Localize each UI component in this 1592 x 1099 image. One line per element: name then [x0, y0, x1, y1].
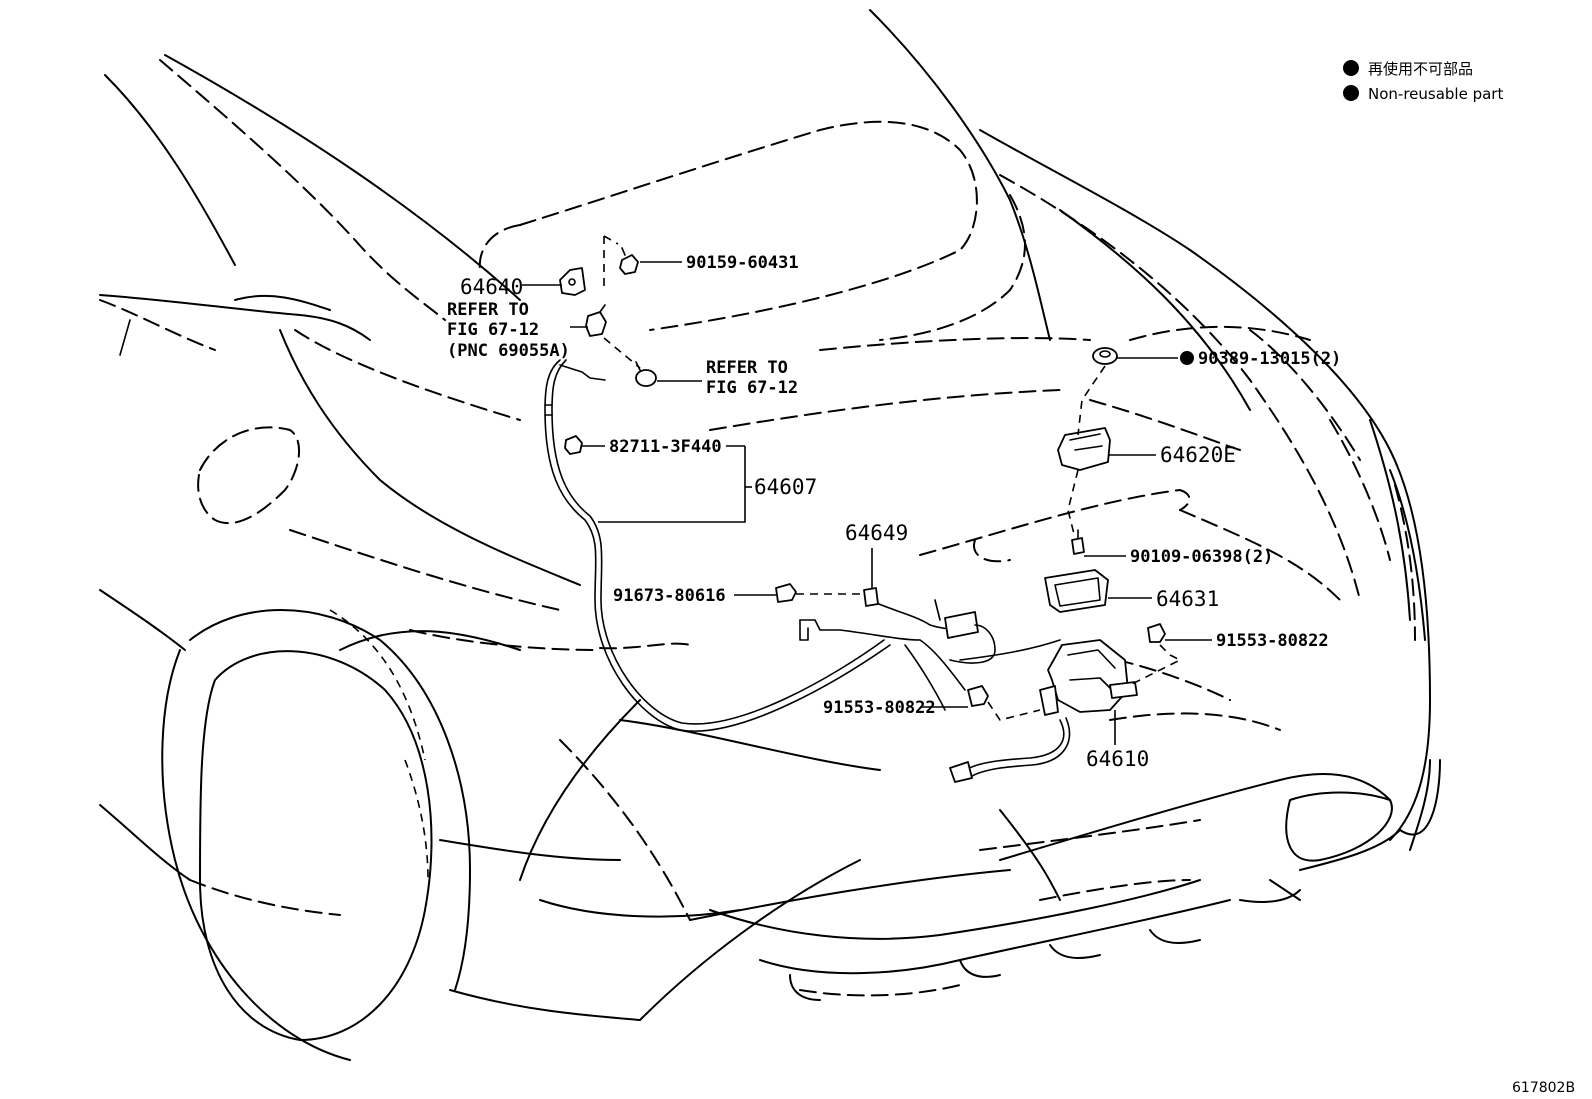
- label-64620E: 64620E: [1160, 443, 1236, 467]
- label-64649: 64649: [845, 521, 908, 545]
- label-90109-06398: 90109-06398(2): [1130, 547, 1273, 567]
- legend-marker-icon: [1343, 60, 1359, 76]
- part-64631: [1044, 569, 1109, 613]
- part-82711-3F440: [564, 435, 583, 455]
- legend-marker-icon: [1343, 85, 1359, 101]
- label-90159-60431: 90159-60431: [686, 253, 799, 273]
- cable-64610: [949, 717, 1071, 783]
- part-91553-80822-left: [967, 685, 989, 707]
- label-90389-13015: 90389-13015(2): [1198, 349, 1341, 369]
- label-64610: 64610: [1086, 747, 1149, 771]
- label-refer-to-a-line3: (PNC 69055A): [447, 341, 570, 361]
- part-90389-13015: [1092, 347, 1118, 365]
- legend-text-japanese: 再使用不可部品: [1368, 60, 1473, 78]
- non-reusable-marker-icon: [1180, 351, 1194, 365]
- label-64640: 64640: [460, 275, 523, 299]
- label-refer-to-b-line1: REFER TO: [706, 358, 788, 378]
- callout-labels: 64640 90159-60431 REFER TO FIG 67-12 (PN…: [447, 253, 1341, 771]
- label-refer-to-a-line1: REFER TO: [447, 300, 529, 320]
- leader-lines: [522, 235, 1212, 745]
- cable-64607: [544, 359, 891, 732]
- label-64607: 64607: [754, 475, 817, 499]
- legend: 再使用不可部品 Non-reusable part: [1343, 60, 1503, 103]
- label-91553-80822-right: 91553-80822: [1216, 631, 1329, 651]
- figure-id: 617802B: [1512, 1080, 1575, 1096]
- part-clip-refer-a: [585, 304, 607, 337]
- part-64649: [863, 587, 879, 607]
- label-refer-to-b-line2: FIG 67-12: [706, 378, 798, 398]
- part-90159-60431: [619, 247, 639, 275]
- legend-text-english: Non-reusable part: [1368, 85, 1503, 103]
- part-90109-06398: [1071, 529, 1085, 555]
- part-91673-80616: [775, 583, 797, 603]
- part-64620E: [1057, 427, 1111, 471]
- part-91553-80822-right: [1147, 623, 1166, 643]
- cable-harness: [799, 599, 1061, 711]
- label-91553-80822-left: 91553-80822: [823, 698, 936, 718]
- part-64640: [559, 267, 586, 296]
- label-refer-to-a-line2: FIG 67-12: [447, 320, 539, 340]
- part-bolt-refer-b: [635, 361, 657, 387]
- car-body-outline: [99, 9, 1441, 1061]
- part-64610: [1039, 639, 1138, 716]
- label-64631: 64631: [1156, 587, 1219, 611]
- label-91673-80616: 91673-80616: [613, 586, 726, 606]
- label-82711-3F440: 82711-3F440: [609, 437, 722, 457]
